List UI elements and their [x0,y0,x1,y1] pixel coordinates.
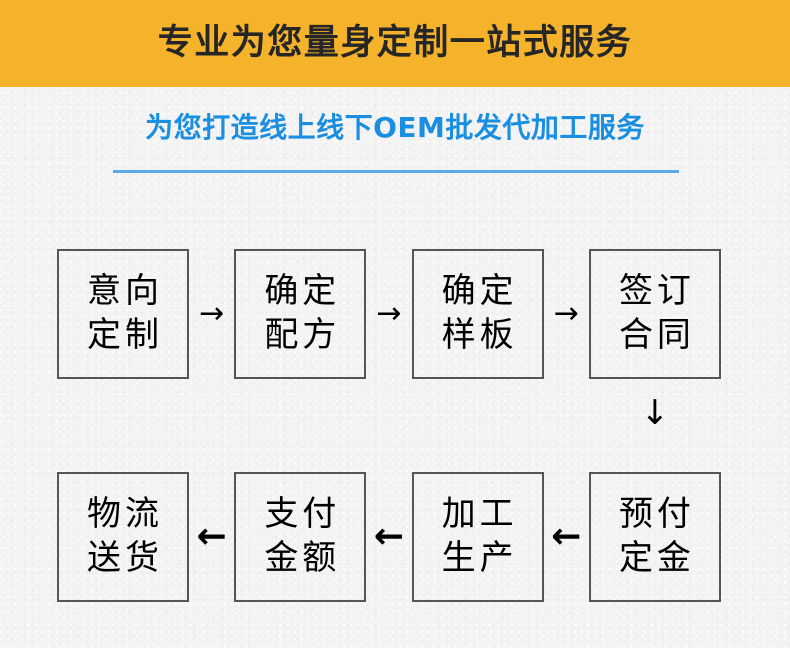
page-title: 专业为您量身定制一站式服务 [157,23,633,63]
flow-step-line-2: 配方 [264,315,341,355]
flow-step-line-1: 签订 [618,271,695,312]
arrow-left-icon: ← [373,516,405,557]
flow-step-line-1: 意向 [87,271,163,312]
flow-step-yufu-dingjin: 预付 定金 [588,472,721,602]
subtitle-section: 为您打造线上线下OEM批发代加工服务 [0,111,790,173]
process-flow-chart: 意向 定制 → 确定 配方 → 确定 样板 → 签订 合同 ↓ [0,200,790,648]
flow-step-yixiang-dingzhi: 意向 定制 [57,249,189,379]
arrow-right-icon: → [553,296,579,331]
flow-step-queding-peifang: 确定 配方 [234,249,367,379]
flow-row-bottom: 物流 送货 ← 支付 金额 ← 加工 生产 ← 预付 定金 [57,472,721,602]
arrow-left-icon: ← [196,516,227,557]
subtitle-divider [113,170,679,173]
flow-step-zhifu-jine: 支付 金额 [234,472,367,602]
flow-step-line-1: 加工 [441,494,518,535]
flow-step-line-1: 确定 [441,271,518,312]
flow-step-line-2: 定制 [87,315,163,355]
header-bar: 专业为您量身定制一站式服务 [0,0,790,87]
arrow-down-icon: ↓ [640,393,670,433]
flow-step-qianding-hetong: 签订 合同 [588,249,721,379]
flow-row-top: 意向 定制 → 确定 配方 → 确定 样板 → 签订 合同 [57,249,721,379]
flow-step-line-2: 送货 [87,538,163,578]
flow-step-line-2: 定金 [618,538,695,578]
flow-step-line-2: 金额 [264,538,341,578]
arrow-right-icon: → [199,296,225,331]
subtitle-text: 为您打造线上线下OEM批发代加工服务 [145,111,645,144]
flow-step-line-2: 生产 [441,538,518,578]
flow-step-line-1: 支付 [264,494,341,535]
flow-step-line-1: 确定 [264,271,341,312]
flow-step-line-1: 预付 [618,494,695,535]
flow-step-line-1: 物流 [87,494,163,535]
arrow-left-icon: ← [551,516,582,557]
flow-step-wuliu-songhuo: 物流 送货 [57,472,189,602]
flow-step-jiagong-shengchan: 加工 生产 [411,472,544,602]
flow-step-line-2: 合同 [618,315,695,355]
flow-step-line-2: 样板 [441,315,518,355]
arrow-right-icon: → [376,296,402,331]
flow-step-queding-yangban: 确定 样板 [411,249,544,379]
